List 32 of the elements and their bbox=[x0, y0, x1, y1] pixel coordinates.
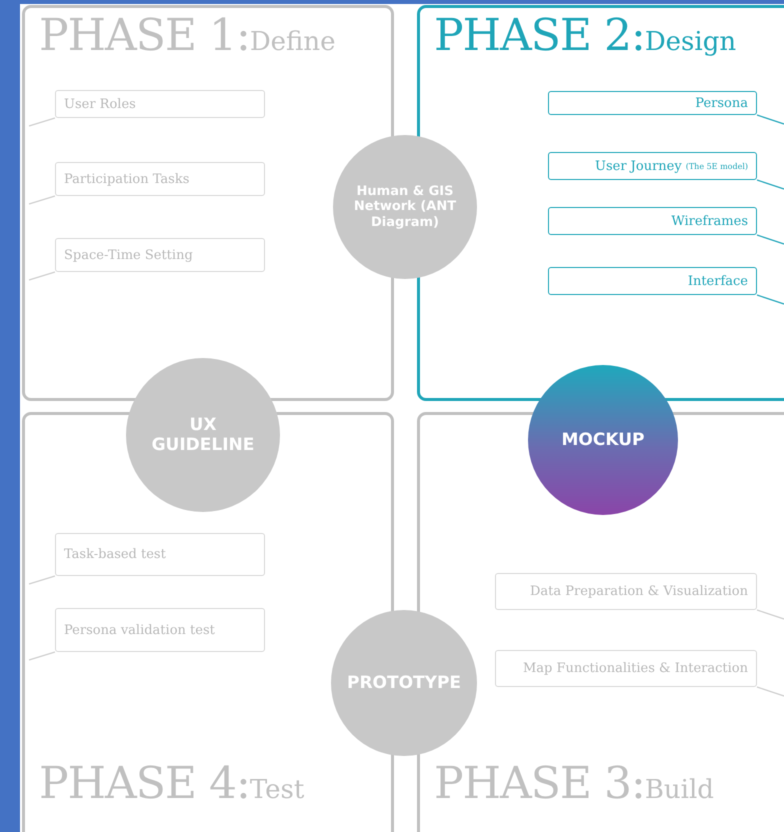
item-box bbox=[548, 152, 757, 180]
item-box: Task-based test bbox=[55, 533, 265, 576]
leader-line bbox=[28, 575, 56, 585]
phase-heading: PHASE 2: bbox=[434, 10, 645, 61]
phase-heading: PHASE 3: bbox=[434, 758, 645, 809]
item-box: User Roles bbox=[55, 90, 265, 118]
leader-line bbox=[756, 609, 784, 620]
item-text: User Journey bbox=[595, 158, 682, 174]
leader-line bbox=[28, 195, 56, 205]
phase-subtitle: Define bbox=[250, 27, 336, 57]
leader-line bbox=[28, 651, 56, 661]
item-box: Persona bbox=[548, 91, 757, 115]
phase-heading: PHASE 1: bbox=[39, 10, 250, 61]
phase-subtitle: Design bbox=[644, 27, 736, 57]
leader-line bbox=[756, 234, 784, 245]
leader-line bbox=[756, 179, 784, 190]
leader-line bbox=[28, 271, 56, 281]
phase-subtitle: Test bbox=[250, 775, 304, 805]
item-box: Space-Time Setting bbox=[55, 238, 265, 272]
item-box: Wireframes bbox=[548, 207, 757, 235]
item-box: Persona validation test bbox=[55, 608, 265, 652]
leader-line bbox=[756, 686, 784, 697]
leader-line bbox=[756, 114, 784, 125]
item-box: Data Preparation & Visualization bbox=[495, 573, 757, 610]
item-box: Participation Tasks bbox=[55, 162, 265, 196]
item-box: Map Functionalities & Interaction bbox=[495, 650, 757, 687]
leader-line bbox=[28, 117, 56, 127]
phase-subtitle: Build bbox=[644, 775, 714, 805]
phase-heading: PHASE 4: bbox=[39, 758, 250, 809]
item-note: (The 5E model) bbox=[686, 162, 748, 170]
leader-line bbox=[756, 294, 784, 305]
item-box: Interface bbox=[548, 267, 757, 295]
